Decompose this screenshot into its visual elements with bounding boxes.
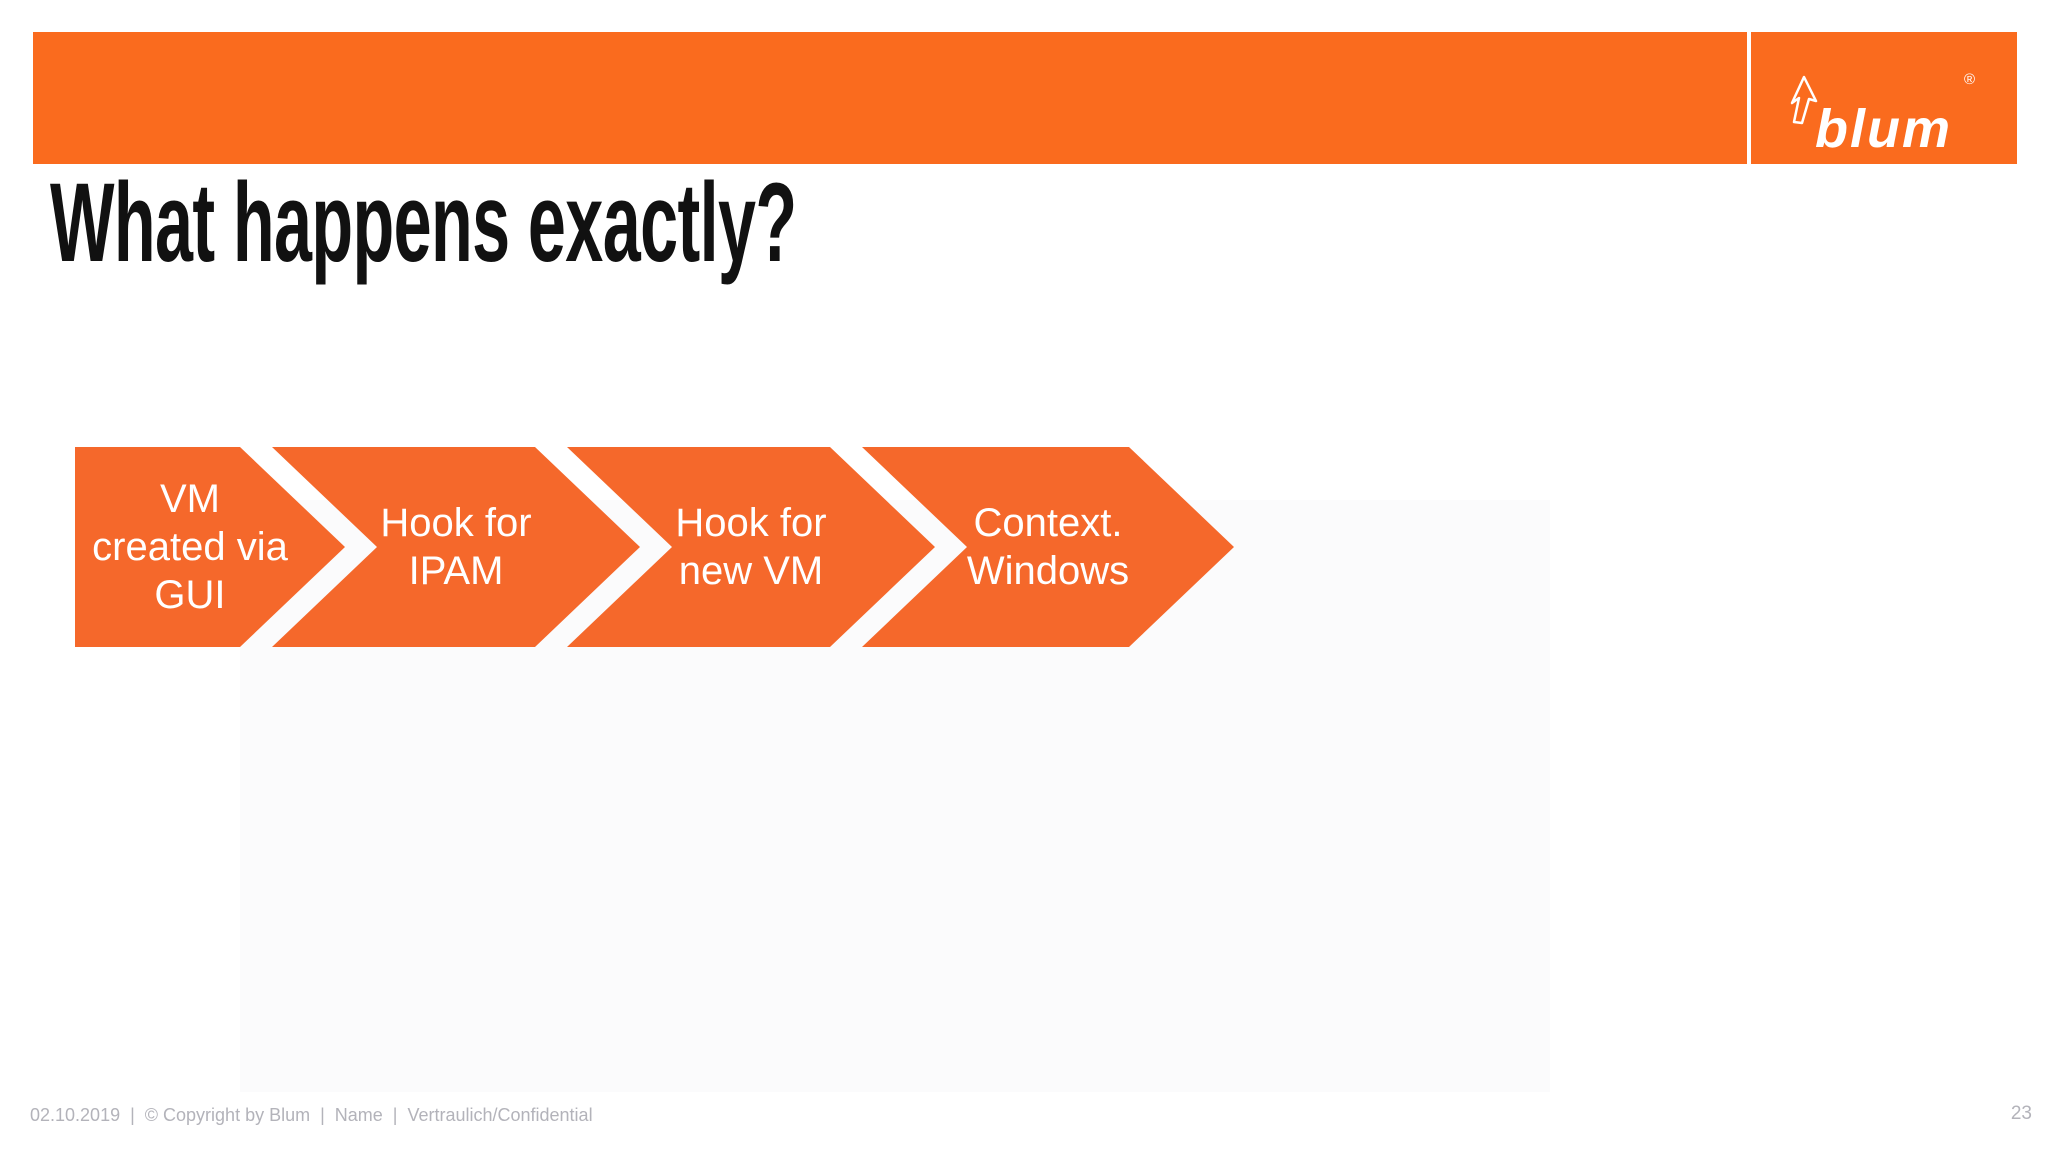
logo-arrow-icon [1790,75,1818,125]
page-number: 23 [2010,1103,2032,1124]
step-line: created via [92,525,288,569]
process-step-text: Context.Windows [967,499,1129,595]
step-line: Hook for [675,501,827,545]
blum-logo: blum ® [1790,71,1975,159]
logo-text: blum [1815,99,1952,159]
step-line: IPAM [408,549,504,593]
footer-text: 02.10.2019 | © Copyright by Blum | Name … [30,1105,593,1125]
logo-block: blum ® [1751,32,2017,164]
step-line: VM [159,477,220,521]
step-line: Hook for [380,501,532,545]
header-bar [33,32,1747,164]
step-line: Context. [973,501,1123,545]
step-line: GUI [154,573,226,617]
logo-trademark: ® [1964,71,1975,88]
step-line: Windows [966,549,1130,593]
step-line: new VM [678,549,824,593]
slide-title: What happens exactly? [50,160,797,285]
